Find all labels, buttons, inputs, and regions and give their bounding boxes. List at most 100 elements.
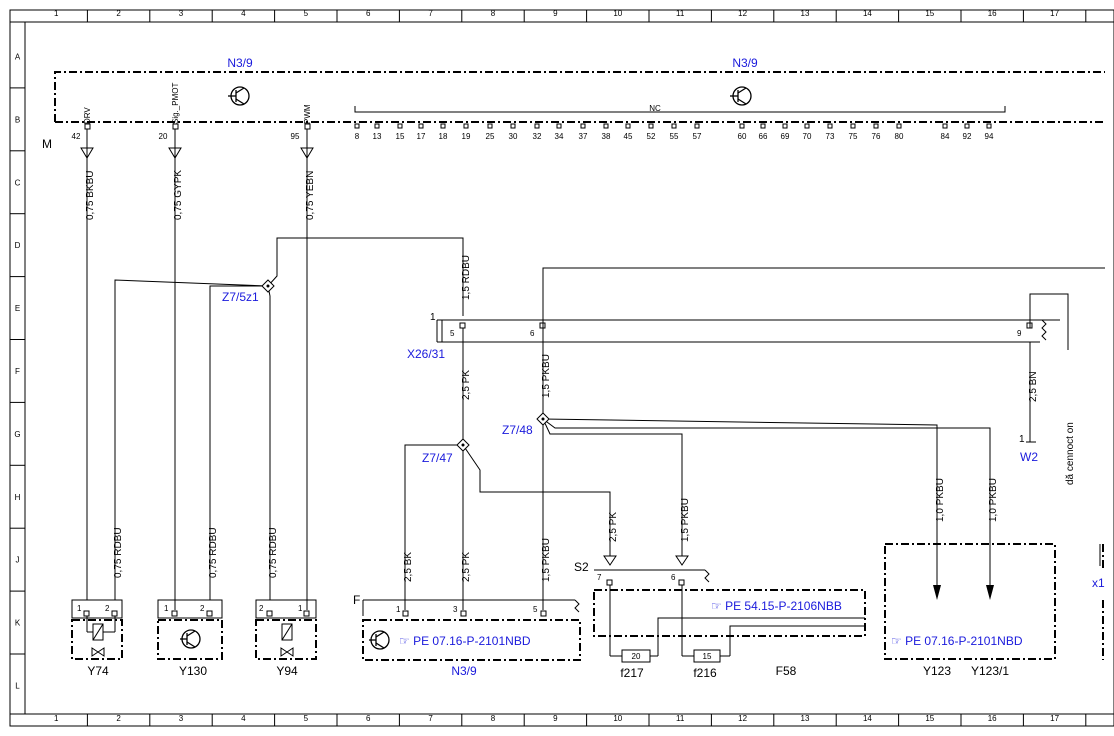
row-label: K — [15, 619, 21, 628]
column-label: 5 — [304, 9, 309, 18]
fuse-f216-icon — [682, 649, 730, 663]
x2631-pin9: 9 — [1017, 329, 1022, 338]
column-label: 13 — [801, 9, 810, 18]
module-pin-number: 8 — [355, 132, 360, 141]
junction-z748-label[interactable]: Z7/48 — [502, 423, 533, 437]
module-pin-number: 32 — [533, 132, 542, 141]
ground-label: M — [42, 137, 52, 151]
module-pin-socket — [580, 123, 586, 129]
module-pin-number: 17 — [417, 132, 426, 141]
column-label: 6 — [366, 9, 371, 18]
n39-pin-1: 1 — [396, 605, 401, 614]
wire-gypk — [168, 129, 182, 610]
module-pin-socket — [534, 123, 540, 129]
module-pin-socket — [739, 123, 745, 129]
module-pin-number: 18 — [439, 132, 448, 141]
svg-text:1: 1 — [77, 604, 82, 613]
ref-pe-07-right[interactable]: ☞ PE 07.16-P-2101NBD — [891, 634, 1023, 648]
n39-bottom-label[interactable]: N3/9 — [451, 664, 477, 678]
wire-label-pk-lower: 2,5 PK — [461, 552, 472, 582]
wire-label-bk: 2,5 BK — [403, 552, 414, 582]
wire-label-pkbu-s2: 1,5 PKBU — [680, 498, 691, 542]
svg-text:2: 2 — [105, 604, 110, 613]
module-pin-number: 34 — [555, 132, 564, 141]
module-pin-number: 57 — [693, 132, 702, 141]
w2-pin: 1 — [1019, 434, 1025, 445]
w2-label[interactable]: W2 — [1020, 450, 1038, 464]
wire-pkbu-main — [542, 267, 1105, 610]
wire-label-pkbu-y123: 1,0 PKBU — [935, 478, 946, 522]
module-pin-socket — [510, 123, 516, 129]
module-pin-socket — [603, 123, 609, 129]
n39-title-left[interactable]: N3/9 — [227, 56, 253, 70]
wire-label-bn: 2,5 BN — [1028, 371, 1039, 402]
row-label: L — [15, 681, 20, 690]
module-pin-number: 73 — [826, 132, 835, 141]
column-label: 7 — [428, 714, 433, 723]
svg-text:2: 2 — [259, 604, 264, 613]
junction-z747-label[interactable]: Z7/47 — [422, 451, 453, 465]
y123-label: Y123 — [923, 664, 951, 678]
n39-pin-5: 5 — [533, 605, 538, 614]
module-pin-number: 60 — [738, 132, 747, 141]
column-label: 11 — [676, 714, 685, 723]
row-label: A — [15, 52, 21, 61]
y74-label: Y74 — [87, 664, 109, 678]
module-pin-number: 52 — [647, 132, 656, 141]
column-label: 12 — [738, 714, 747, 723]
column-label: 6 — [366, 714, 371, 723]
column-label: 17 — [1050, 714, 1059, 723]
wire-label-pkbu-lower: 1,5 PKBU — [541, 538, 552, 582]
module-pin-number: 37 — [579, 132, 588, 141]
column-label: 5 — [304, 714, 309, 723]
y130-label: Y130 — [179, 664, 207, 678]
ref-pe-07-left[interactable]: ☞ PE 07.16-P-2101NBD — [399, 634, 531, 648]
svg-text:1: 1 — [298, 604, 303, 613]
wire-label-rdbu-2: 0,75 RDBU — [208, 527, 219, 578]
s2-pin7: 7 — [597, 573, 602, 582]
row-label: H — [15, 493, 21, 502]
y94-label: Y94 — [276, 664, 298, 678]
module-pin-number: 69 — [781, 132, 790, 141]
module-pin-socket — [804, 123, 810, 129]
module-pin-socket — [782, 123, 788, 129]
column-label: 9 — [553, 714, 558, 723]
y123-box — [884, 543, 1056, 660]
junction-z747-icon — [456, 438, 470, 452]
column-label: 4 — [241, 9, 246, 18]
column-label: 4 — [241, 714, 246, 723]
module-pin-number: 70 — [803, 132, 812, 141]
module-symbol-icon — [730, 86, 752, 106]
column-label: 11 — [676, 9, 685, 18]
junction-z75-icon — [261, 279, 275, 293]
row-label: J — [16, 556, 20, 565]
n39-pin-3: 3 — [453, 605, 458, 614]
partial-x1-label[interactable]: x1 — [1092, 576, 1105, 590]
svg-text:1: 1 — [164, 604, 169, 613]
column-label: 8 — [491, 9, 496, 18]
fuse-f217-rating: 20 — [632, 652, 641, 661]
pin-drv-label: DRV — [83, 107, 92, 124]
wire-label-yebn: 0,75 YEBN — [305, 171, 316, 220]
module-pin-number: 76 — [872, 132, 881, 141]
junction-z75-label[interactable]: Z7/5z1 — [222, 290, 259, 304]
module-pin-socket — [418, 123, 424, 129]
row-label: F — [15, 367, 20, 376]
n39-title-right[interactable]: N3/9 — [732, 56, 758, 70]
column-label: 16 — [988, 714, 997, 723]
module-pin-socket — [986, 123, 992, 129]
x2631-label[interactable]: X26/31 — [407, 347, 445, 361]
column-label: 15 — [925, 714, 934, 723]
module-pin-number: 30 — [509, 132, 518, 141]
ref-pe-54[interactable]: ☞ PE 54.15-P-2106NBB — [711, 599, 842, 613]
s2-pin6: 6 — [671, 573, 676, 582]
wire-label-pk-main: 2,5 PK — [461, 370, 472, 400]
wire-label-bkbu: 0,75 BKBU — [85, 171, 96, 220]
module-pin-number: 80 — [895, 132, 904, 141]
wire-yebn — [300, 129, 314, 610]
column-grid: 1122334455667788991010111112121313141415… — [54, 9, 1087, 726]
module-pin-socket — [556, 123, 562, 129]
